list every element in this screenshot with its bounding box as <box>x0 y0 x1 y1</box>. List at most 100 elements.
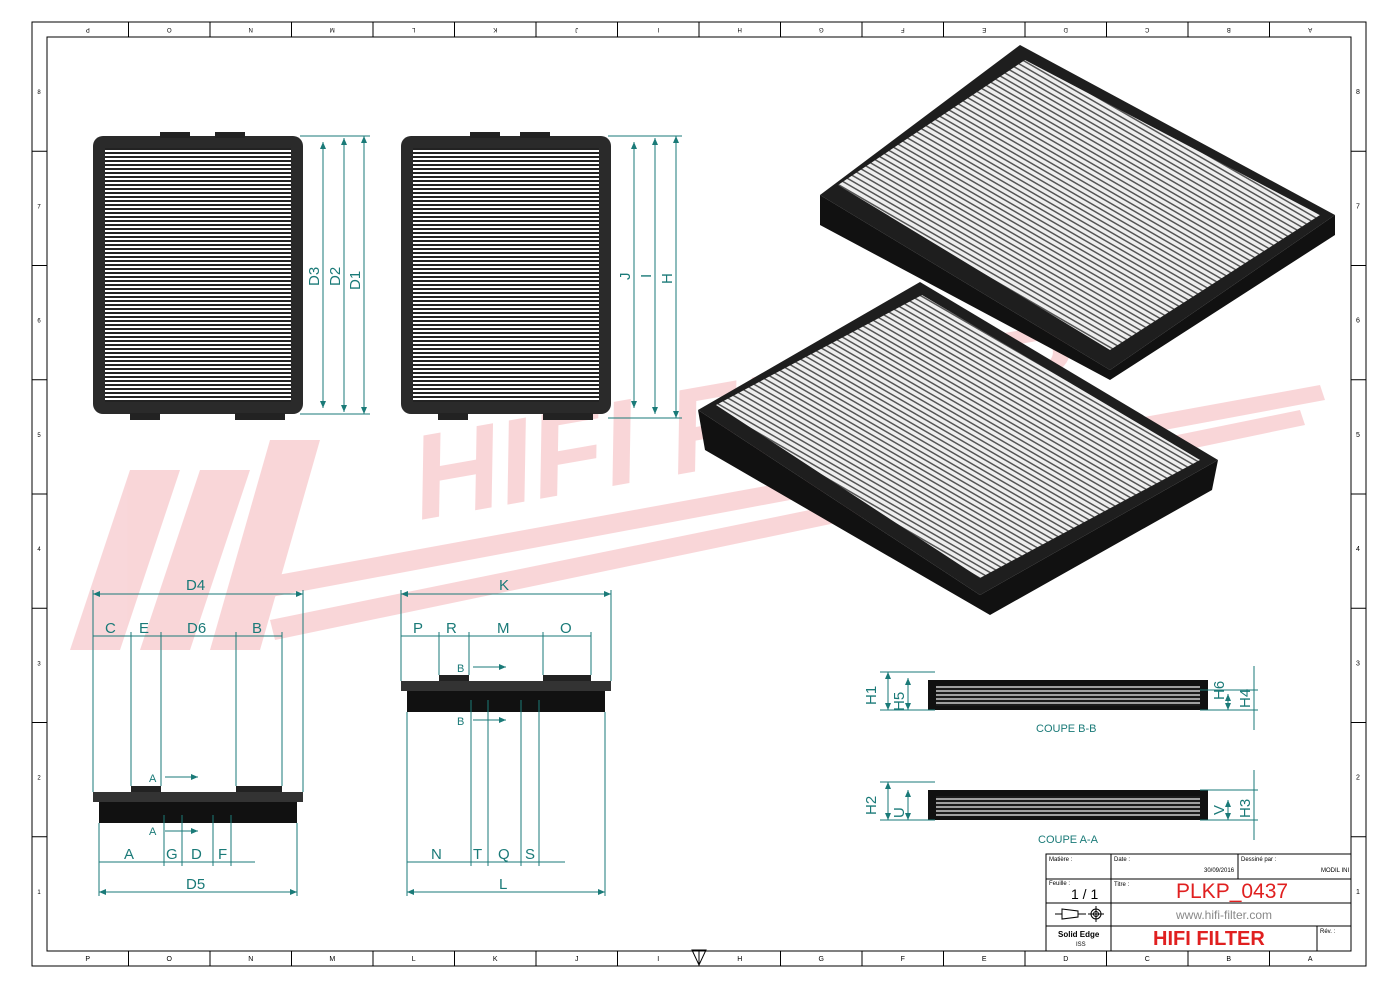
software-label: Solid Edge <box>1058 930 1100 939</box>
border-column-label-bottom: E <box>982 956 987 963</box>
dim-d3: D3 <box>306 267 323 286</box>
bottom-right-dims <box>400 590 612 896</box>
border-column-label-top: L <box>411 26 415 32</box>
dim-d: D <box>191 846 202 863</box>
side-view <box>401 132 611 420</box>
border-column-label-top: H <box>738 26 742 32</box>
border-column-label-top: J <box>575 26 578 32</box>
isometric-view-bottom <box>698 282 1218 615</box>
dim-d4: D4 <box>186 577 205 594</box>
section-mark-b-top: B <box>457 663 464 675</box>
front-view <box>93 132 303 420</box>
border-column-label-top: N <box>249 26 253 32</box>
border-column-label-bottom: M <box>329 956 335 963</box>
dim-d6: D6 <box>187 620 206 637</box>
border-row-label-left: 5 <box>37 433 41 439</box>
date-value: 30/09/2016 <box>1204 868 1235 874</box>
border-row-label-right: 7 <box>1356 203 1360 210</box>
border-row-label-right: 4 <box>1356 546 1360 553</box>
dim-f: F <box>218 846 227 863</box>
border-column-label-bottom: H <box>737 956 742 963</box>
dim-d2: D2 <box>327 267 344 286</box>
section-bb-view <box>928 680 1208 710</box>
border-row-label-left: 2 <box>37 776 41 782</box>
border-column-label-bottom: F <box>901 956 905 963</box>
dim-s: S <box>525 846 535 863</box>
border-column-label-bottom: L <box>412 956 416 963</box>
border-row-label-left: 3 <box>37 661 41 667</box>
dim-v: V <box>1211 805 1228 815</box>
border-column-label-top: E <box>982 26 986 32</box>
software-sub: ISS <box>1076 942 1086 948</box>
border-column-label-top: M <box>330 26 335 32</box>
border-column-label-bottom: I <box>657 956 659 963</box>
bottom-right-view <box>401 675 611 712</box>
border-column-label-bottom: K <box>493 956 498 963</box>
title-label: Titre : <box>1114 882 1129 888</box>
dim-h3: H3 <box>1237 799 1254 818</box>
border-column-label-bottom: P <box>85 956 90 963</box>
border-column-label-top: A <box>1308 26 1312 32</box>
section-aa-label: COUPE A-A <box>1038 834 1099 846</box>
border-row-label-left: 4 <box>37 547 41 553</box>
border-column-label-bottom: C <box>1145 956 1150 963</box>
dim-t: T <box>473 846 482 863</box>
border-column-label-bottom: G <box>819 956 824 963</box>
revision-label: Rév. : <box>1320 929 1336 935</box>
bottom-left-view <box>93 786 303 823</box>
border-row-label-right: 5 <box>1356 432 1360 439</box>
company-name: HIFI FILTER <box>1153 928 1265 950</box>
dim-l: L <box>499 876 507 893</box>
dim-g: G <box>166 846 178 863</box>
material-label: Matière : <box>1049 857 1073 863</box>
dim-h4: H4 <box>1237 689 1254 708</box>
dim-j: J <box>617 273 634 281</box>
dim-c: C <box>105 620 116 637</box>
border-row-label-right: 3 <box>1356 660 1360 667</box>
border-column-label-top: B <box>1227 26 1231 32</box>
projection-symbol-icon <box>1055 906 1104 922</box>
vertical-dimensions <box>300 135 682 419</box>
drawn-by-label: Dessiné par : <box>1241 857 1277 863</box>
border-row-label-right: 8 <box>1356 89 1360 96</box>
dim-h5: H5 <box>891 692 908 711</box>
dim-k: K <box>499 577 509 594</box>
title-block <box>1045 853 1352 952</box>
border-row-label-left: 8 <box>37 90 41 96</box>
dim-m: M <box>497 620 510 637</box>
dim-u: U <box>891 807 908 818</box>
dim-n: N <box>431 846 442 863</box>
center-mark-icon <box>691 949 707 967</box>
border-column-label-top: O <box>167 26 172 32</box>
date-label: Date : <box>1114 857 1130 863</box>
dim-a: A <box>124 846 134 863</box>
border-row-label-right: 1 <box>1356 889 1360 896</box>
border-column-label-top: P <box>86 26 90 32</box>
dim-h6: H6 <box>1211 681 1228 700</box>
border-column-label-bottom: A <box>1308 956 1313 963</box>
border-row-label-right: 2 <box>1356 775 1360 782</box>
border-column-label-bottom: O <box>167 956 173 963</box>
isometric-view-top <box>820 45 1335 380</box>
border-column-label-top: D <box>1063 26 1068 32</box>
drawing-title: PLKP_0437 <box>1176 880 1288 903</box>
border-column-label-top: K <box>493 26 497 32</box>
dim-b: B <box>252 620 262 637</box>
dim-h2: H2 <box>863 796 880 815</box>
border-column-label-top: G <box>819 26 824 32</box>
sheet-label: Feuille : <box>1049 881 1070 887</box>
sheet-value: 1 / 1 <box>1071 886 1098 902</box>
border-column-label-top: C <box>1144 26 1149 32</box>
border-column-label-bottom: B <box>1226 956 1231 963</box>
border-column-label-bottom: D <box>1063 956 1068 963</box>
dim-q: Q <box>498 846 510 863</box>
border-column-label-bottom: J <box>575 956 579 963</box>
website: www.hifi-filter.com <box>1175 908 1272 922</box>
section-mark-a-top: A <box>149 773 157 785</box>
dim-e: E <box>139 620 149 637</box>
dim-p: P <box>413 620 423 637</box>
section-bb-label: COUPE B-B <box>1036 723 1097 735</box>
dim-h1: H1 <box>863 686 880 705</box>
dim-i: I <box>638 274 655 278</box>
